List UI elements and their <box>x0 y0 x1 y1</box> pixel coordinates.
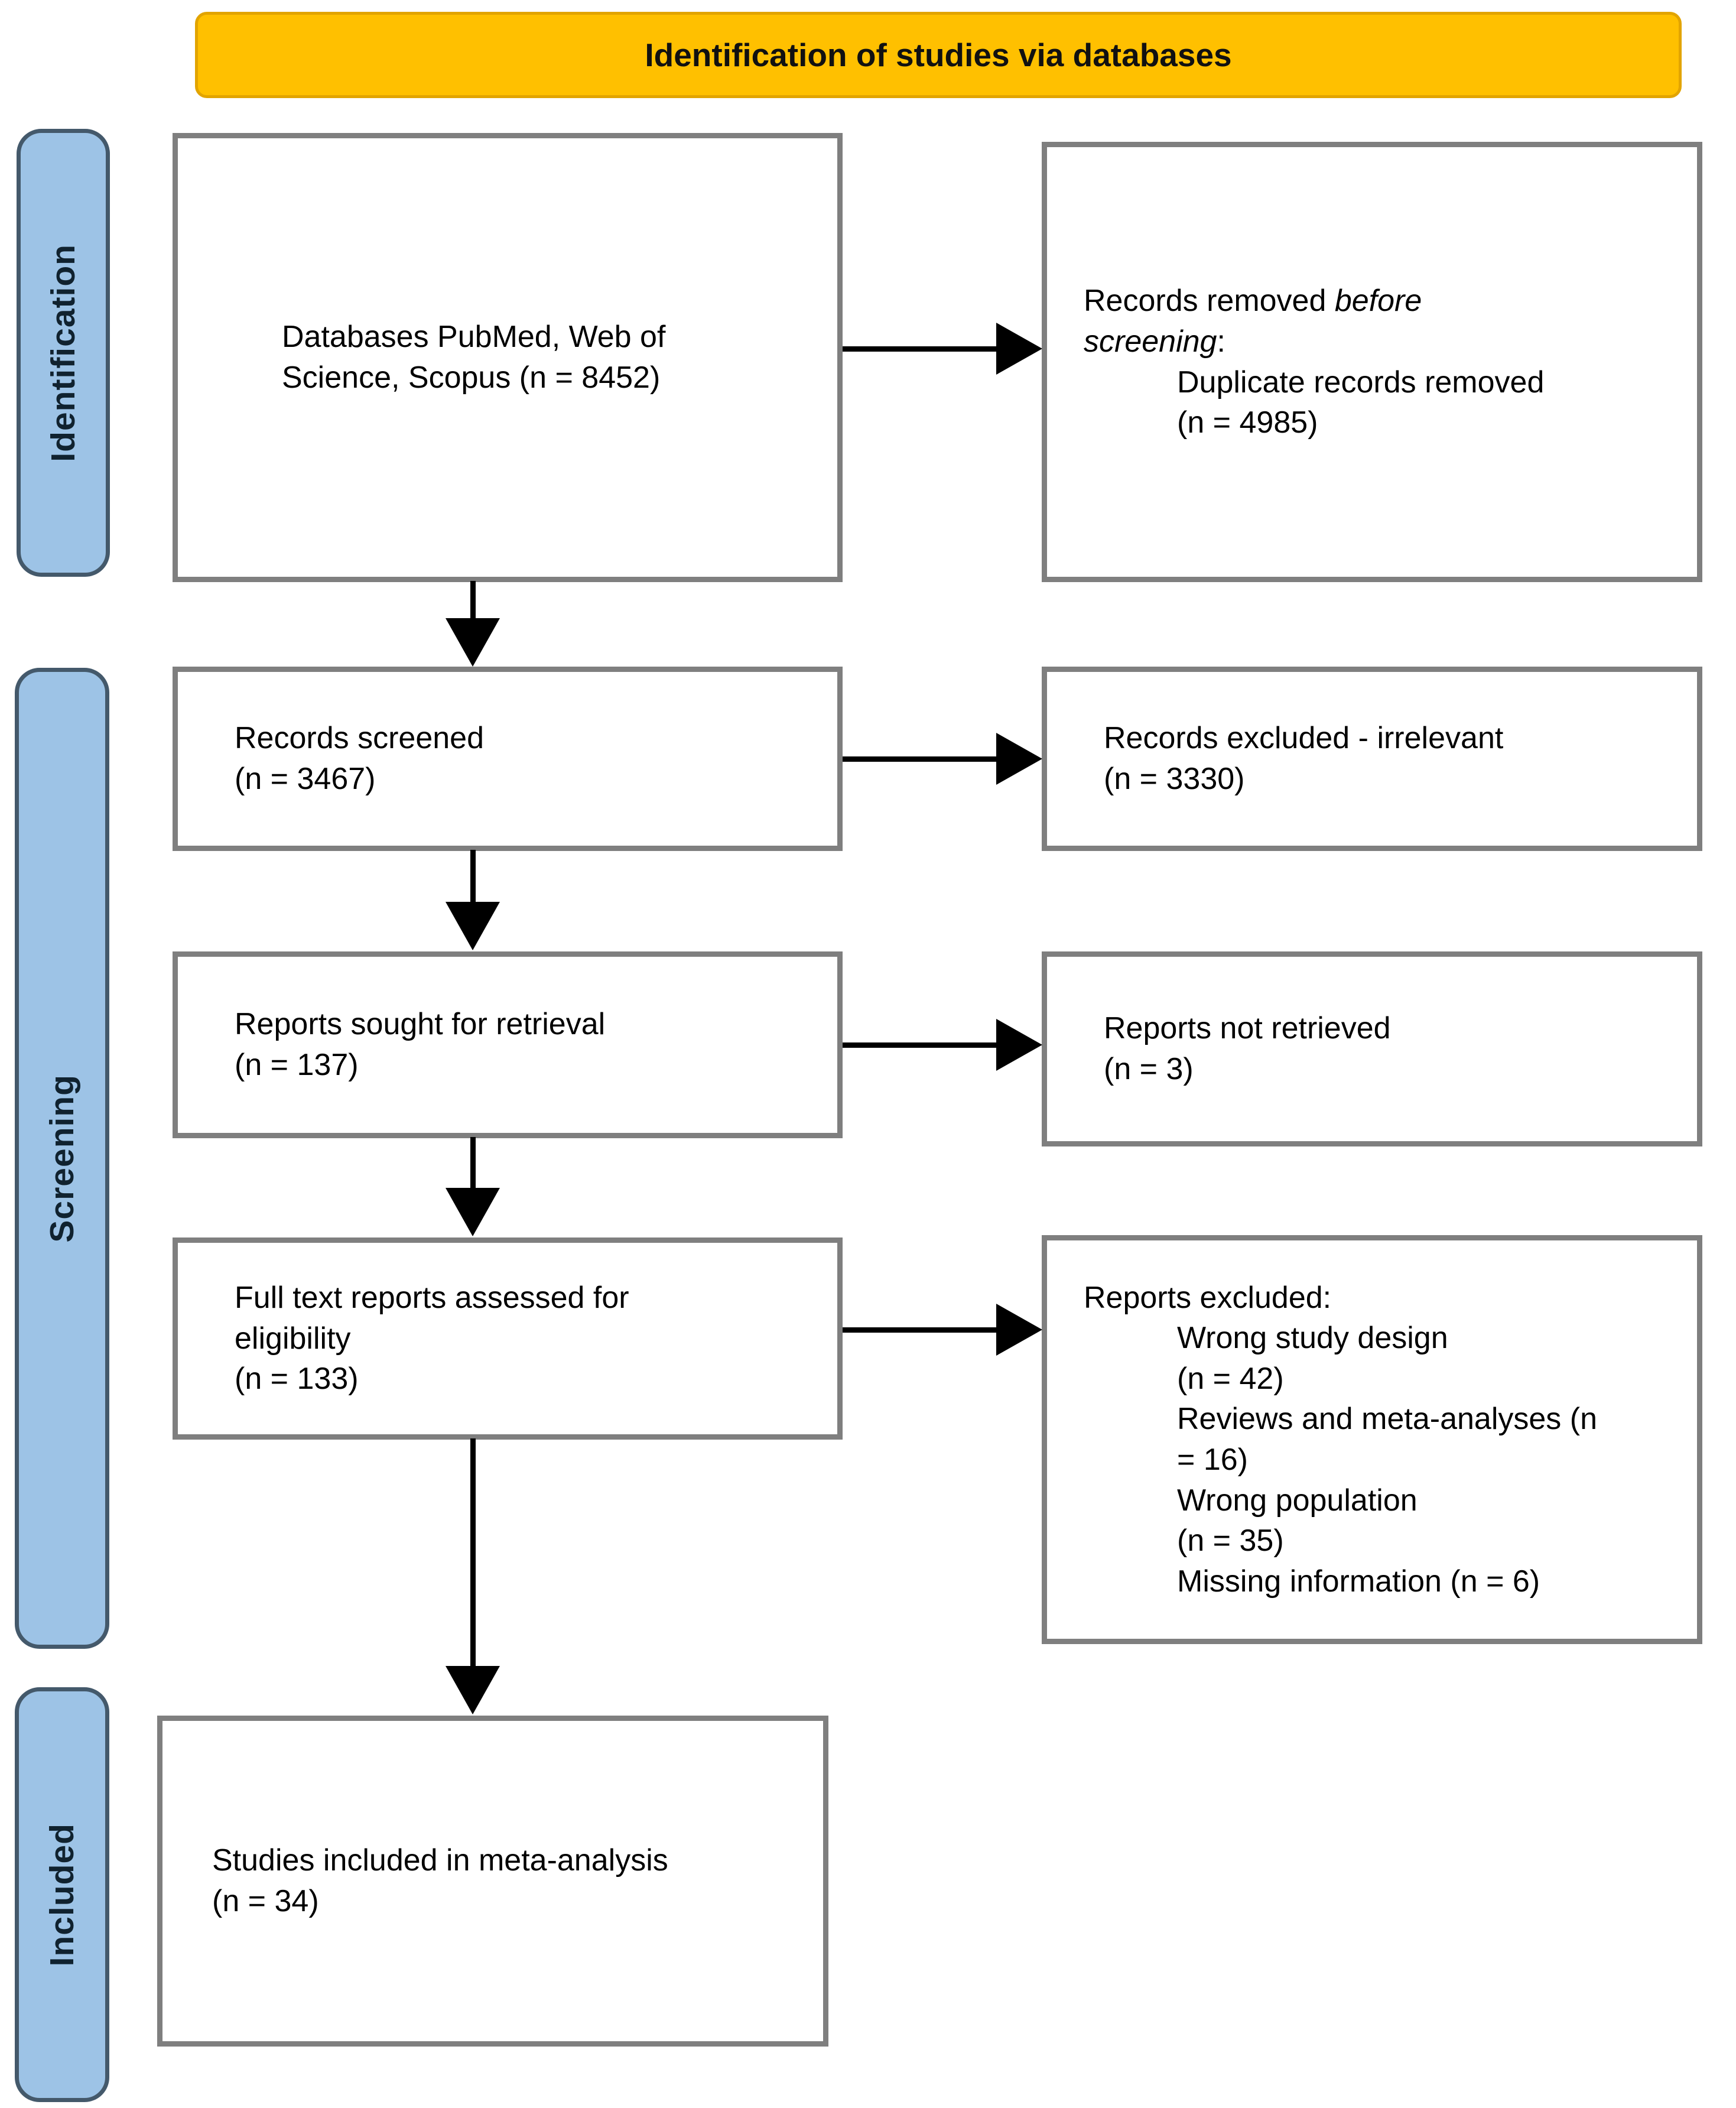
arrow-right-icon <box>996 323 1042 375</box>
records-excluded-text: Records excluded - irrelevant(n = 3330) <box>1104 721 1504 796</box>
connector-row4-line <box>843 1327 997 1333</box>
records-removed-italic-before: before <box>1334 284 1422 319</box>
records-removed-prefix: Records removed <box>1084 284 1335 319</box>
reports-excluded-header: Reports excluded: <box>1084 1280 1332 1315</box>
records-removed-colon: : <box>1217 324 1225 359</box>
arrow-down-icon <box>446 1666 500 1714</box>
studies-included-text: Studies included in meta-analysis(n = 34… <box>212 1843 668 1918</box>
connector-row2-line <box>843 756 997 762</box>
arrow-right-icon <box>996 1019 1042 1071</box>
connector-v1-line <box>470 581 476 620</box>
reports-not-retrieved-text: Reports not retrieved(n = 3) <box>1104 1011 1391 1086</box>
connector-v4-line <box>470 1438 476 1668</box>
stage-pill-included: Included <box>15 1687 109 2102</box>
stage-pill-identification: Identification <box>17 129 110 577</box>
box-studies-included: Studies included in meta-analysis(n = 34… <box>157 1716 828 2047</box>
records-removed-items: Duplicate records removed(n = 4985) <box>1177 365 1545 440</box>
connector-row3-line <box>843 1042 997 1048</box>
box-records-excluded-irrelevant: Records excluded - irrelevant(n = 3330) <box>1042 667 1702 851</box>
records-removed-intro-line1: Records removed before <box>1084 281 1673 321</box>
records-screened-text: Records screened(n = 3467) <box>235 721 484 796</box>
reports-sought-text: Reports sought for retrieval(n = 137) <box>235 1007 606 1082</box>
box-records-screened: Records screened(n = 3467) <box>173 667 843 851</box>
box-reports-excluded: Reports excluded: Wrong study design(n =… <box>1042 1235 1702 1644</box>
arrow-down-icon <box>446 902 500 950</box>
banner-title: Identification of studies via databases <box>195 12 1682 98</box>
arrow-down-icon <box>446 1188 500 1236</box>
stage-pill-screening: Screening <box>15 668 109 1649</box>
box-reports-sought: Reports sought for retrieval(n = 137) <box>173 951 843 1138</box>
box-records-removed-before-screening: Records removed before screening: Duplic… <box>1042 142 1702 582</box>
stage-label-identification: Identification <box>44 243 82 462</box>
connector-v2-line <box>470 850 476 903</box>
box-reports-not-retrieved: Reports not retrieved(n = 3) <box>1042 951 1702 1146</box>
stage-label-included: Included <box>43 1823 81 1967</box>
stage-label-screening: Screening <box>43 1074 81 1243</box>
records-removed-italic-screening: screening <box>1084 324 1217 359</box>
connector-v3-line <box>470 1137 476 1189</box>
reports-excluded-items: Wrong study design(n = 42)Reviews and me… <box>1177 1321 1597 1599</box>
arrow-down-icon <box>446 618 500 667</box>
arrow-right-icon <box>996 733 1042 785</box>
records-removed-intro-line2: screening: <box>1084 321 1673 362</box>
arrow-right-icon <box>996 1304 1042 1356</box>
connector-row1-line <box>843 346 997 352</box>
